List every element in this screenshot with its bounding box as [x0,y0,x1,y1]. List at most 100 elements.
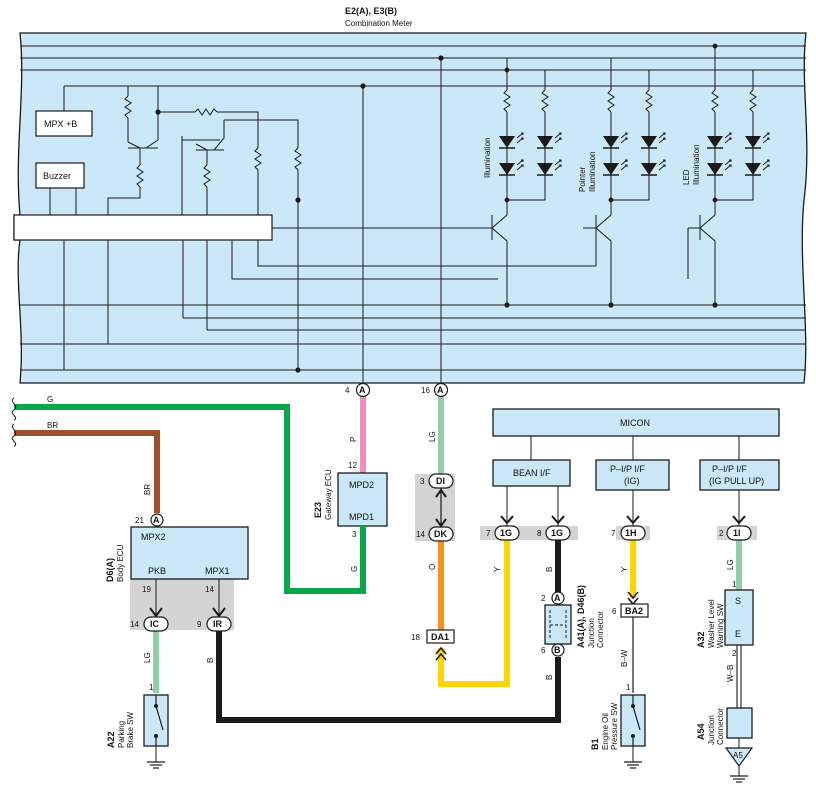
svg-text:7: 7 [611,529,616,538]
svg-text:B: B [554,645,561,655]
junction2-name-2: Connector [716,708,725,745]
wire-label-b-ir: B [206,658,215,663]
gateway-name: Gateway ECU [324,469,333,520]
pkb-label: PKB [148,566,166,576]
pip-pullup-block [699,459,780,491]
svg-text:A: A [554,593,561,603]
svg-text:1I: 1I [733,528,741,538]
washer-e-label: E [735,629,741,639]
svg-text:4: 4 [345,386,350,395]
wire-y-1 [438,540,510,687]
pip-ig-label-1: P–I/P I/F [610,464,645,474]
body-ecu-code: D6(A) [105,558,115,582]
meter-name-label: Combination Meter [345,19,413,28]
svg-text:1G: 1G [551,528,563,538]
junction2-code: A54 [696,723,706,740]
wire-label-b-jc: B [545,675,554,680]
body-ecu-pin-19: 19 [142,585,151,594]
led-label: LED [682,169,691,185]
washer-name-1: Washer Level [707,599,716,648]
gateway-ecu: MPD2 MPD1 12 3 E23 Gateway ECU [313,461,388,540]
svg-text:DI: DI [436,476,445,486]
ground-a5-label: A5 [733,751,743,760]
wire-label-lg-washer: LG [726,559,735,570]
connector-1h: 1H 7 [611,525,646,541]
body-ecu-name: Body ECU [116,544,125,582]
wire-color-labels: G BR BR P LG G O Y B Y LG B B LG B–W W–B [47,395,735,682]
mpx2-label: MPX2 [141,532,166,542]
washer-code: A32 [696,631,706,648]
connector-ir: IR 9 [197,616,232,632]
junction-connector-a41: A 2 B 6 A41(A), D46(B) Junction Connecto… [541,585,605,657]
oil-code: B1 [590,738,600,750]
pip-pullup-label-1: P–I/P I/F [712,464,747,474]
pointer-label: Pointer [578,166,587,192]
led-illumination-label: Illumination [692,145,701,185]
wire-label-g: G [47,395,53,404]
svg-text:1H: 1H [625,528,637,538]
svg-text:A: A [437,385,444,395]
svg-text:14: 14 [416,530,425,539]
wire-br [14,430,160,513]
svg-text:2: 2 [719,529,724,538]
wire-g [14,404,366,594]
parking-name-1: Parking [117,721,126,748]
wire-label-p: P [349,437,358,442]
pip-ig-label-2: (IG) [624,476,640,486]
washer-level-switch: 1 S E 2 A32 Washer Level Warning SW [696,580,754,708]
svg-text:IR: IR [213,619,223,629]
svg-text:DA1: DA1 [431,632,449,642]
illumination-label-1: Illumination [483,138,492,178]
wire-label-o: O [428,564,437,570]
wire-label-lg-pkb: LG [143,652,152,663]
svg-text:6: 6 [612,607,617,616]
engine-oil-switch: 1 B1 Engine Oil Pressure SW [590,683,646,769]
junction-name-2: Connector [596,611,605,648]
svg-text:9: 9 [197,620,202,629]
meter-bus-lines [20,45,806,371]
svg-text:A: A [153,515,160,525]
mpx-b-block [35,110,93,137]
svg-text:3: 3 [420,477,425,486]
svg-text:1G: 1G [500,528,512,538]
svg-text:DK: DK [434,529,447,539]
body-ecu-pin-a [150,513,164,527]
gateway-pin-12: 12 [348,461,357,470]
mpd2-label: MPD2 [349,480,374,490]
parking-code: A22 [106,731,116,748]
svg-text:BA2: BA2 [625,606,643,616]
svg-text:6: 6 [541,646,546,655]
wire-label-bw: B–W [620,649,629,667]
body-ecu: MPX2 PKB MPX1 A 21 19 14 D6(A) Body ECU [105,513,249,630]
illumination-group-3: LED Illumination [682,43,770,308]
pointer-illumination-label: Illumination [588,152,597,192]
bean-if-label: BEAN I/F [513,468,551,478]
parking-brake-switch: 1 A22 Parking Brake SW [106,683,169,769]
svg-text:1: 1 [149,683,154,692]
illumination-group-2: Pointer Illumination [578,58,666,308]
wire-label-wb: W–B [726,665,735,682]
gateway-code: E23 [313,502,323,518]
meter-pin-4: A 4 [345,382,371,398]
mpx-b-label: MPX +B [44,119,77,129]
illumination-group-1: Illumination [470,58,562,308]
mpd1-label: MPD1 [349,512,374,522]
gateway-pin-3: 3 [352,530,357,539]
washer-s-label: S [735,596,741,606]
svg-text:8: 8 [537,529,542,538]
connector-strip [480,526,757,540]
connector-ba2: BA2 6 [612,591,649,693]
wire-label-y-2: Y [620,566,629,572]
connector-1i: 1I 2 [719,525,752,541]
connector-1g-a: 1G 7 [486,525,520,541]
oil-name-2: Pressure SW [610,702,619,750]
connector-ic: IC 14 [130,616,169,632]
washer-name-2: Warning SW [716,603,725,648]
buzzer-block [35,162,85,189]
svg-text:1: 1 [732,580,737,589]
junction-code: A41(A), D46(B) [576,585,586,648]
wire-label-br-down: BR [143,484,152,495]
micon-label: MICON [620,418,650,428]
wire-label-g-gateway: G [350,566,359,572]
